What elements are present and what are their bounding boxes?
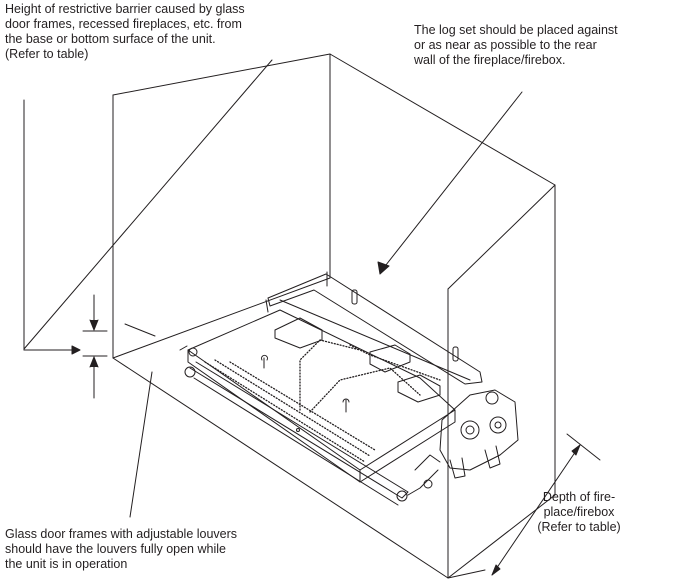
glass-door-pointer (129, 345, 188, 518)
log-bracket (397, 374, 441, 403)
log-set-unit (184, 271, 519, 506)
barrier-leader-line (23, 59, 273, 350)
log-bracket (274, 317, 323, 349)
log-set-pointer (377, 91, 523, 275)
front-rail (189, 361, 409, 499)
grate-post (351, 289, 358, 305)
log-set-placement-callout: The log set should be placed against or … (414, 23, 618, 67)
log-pin (342, 398, 350, 413)
barrier-height-callout: Height of restrictive barrier caused by … (5, 2, 245, 61)
gas-valve-assembly (407, 389, 519, 496)
barrier-height-indicator (23, 59, 273, 399)
glass-door-louver-callout: Glass door frames with adjustable louver… (5, 527, 238, 571)
firebox-front-face (112, 94, 449, 579)
firebox-floor-left-edge (112, 277, 331, 359)
firebox-outline (112, 53, 556, 579)
log-bracket (369, 344, 411, 373)
log-pin (261, 354, 268, 369)
burner-pan (187, 309, 456, 471)
rear-grate (267, 273, 483, 385)
barrier-arrow (71, 345, 81, 355)
grate-post (452, 346, 459, 362)
barrier-dash (124, 323, 156, 337)
depth-dimension (447, 433, 601, 579)
firebox-depth-callout: Depth of fire- place/firebox (Refer to t… (537, 490, 621, 534)
ember-bed (204, 339, 441, 463)
firebox-top-face (112, 53, 556, 290)
firebox-right-face (447, 184, 556, 579)
